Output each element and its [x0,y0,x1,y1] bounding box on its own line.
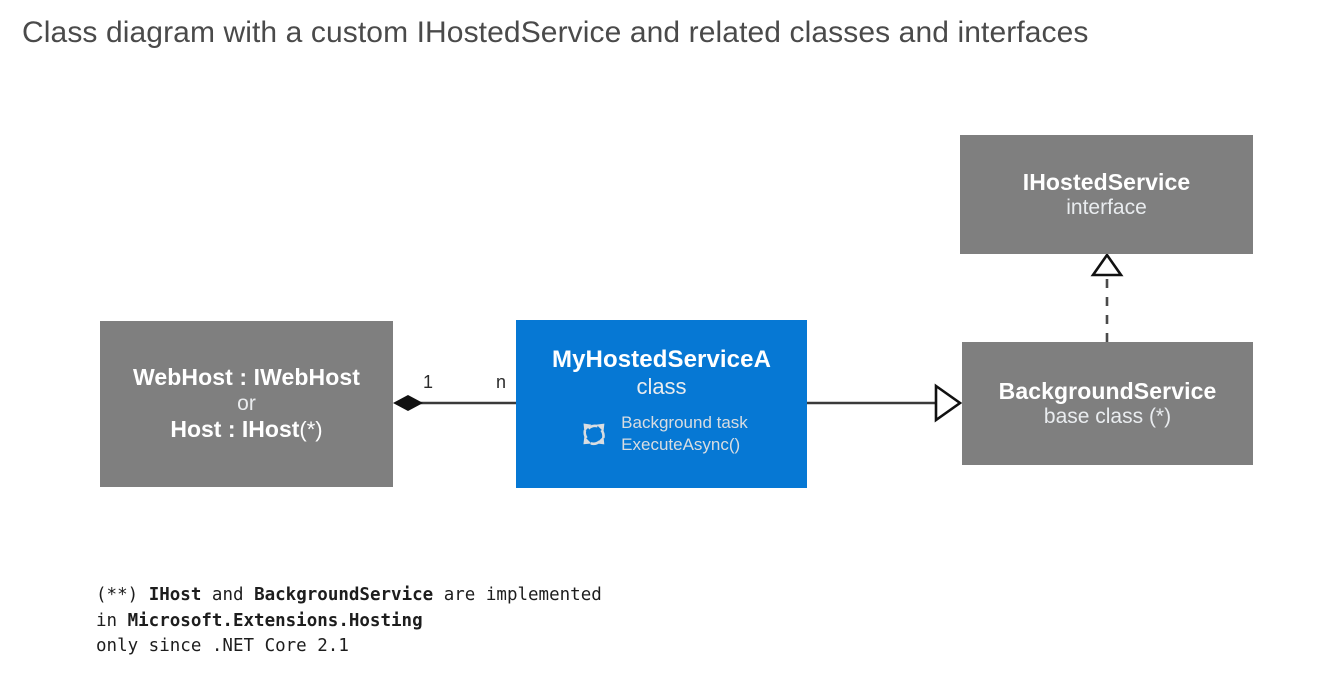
footnote-conjunction: and [201,585,255,605]
class-box-myhostedservicea-title: MyHostedServiceA [551,346,772,373]
footnote-tail: are implemented [433,585,602,605]
footnote-note: (**) IHost and BackgroundService are imp… [96,583,602,660]
hollow-triangle-marker [934,383,963,423]
background-task-line-1: Background task [621,413,748,433]
multiplicity-source: 1 [423,372,434,392]
class-box-webhost-or-label: or [237,391,256,415]
footnote-term-ihost: IHost [148,585,202,605]
hollow-triangle-marker [1090,252,1124,277]
footnote-prefix: (**) [96,585,149,605]
class-box-webhost-alt-suffix: (*) [299,417,323,443]
interface-box-ihostedservice-title: IHostedService [1022,168,1191,195]
sync-cycle-icon [583,423,605,445]
filled-diamond-marker [393,395,423,411]
footnote-line2-prefix: in [96,610,128,631]
class-box-webhost-alt-title: Host : IHost(*) [170,416,322,443]
class-box-myhostedservicea[interactable]: MyHostedServiceA class Background task E… [516,320,807,488]
class-box-webhost[interactable]: WebHost : IWebHost or Host : IHost(*) [100,321,393,487]
background-task-text: Background task ExecuteAsync() [621,412,748,455]
class-box-webhost-title: WebHost : IWebHost [132,364,361,391]
class-box-webhost-alt-name: Host : IHost [170,416,300,443]
class-box-myhostedservicea-stereotype: class [636,374,687,400]
connector-composition-webhost-myhostedservice [393,395,516,411]
connector-generalization-myhostedservice-backgroundservice [807,383,963,423]
multiplicity-target: n [496,372,507,392]
class-box-backgroundservice[interactable]: BackgroundService base class (*) [962,342,1253,465]
footnote-line3: only since .NET Core 2.1 [96,636,349,657]
class-box-backgroundservice-stereotype: base class (*) [1043,404,1172,428]
footnote-term-backgroundservice: BackgroundService [254,585,434,605]
background-task-row: Background task ExecuteAsync() [575,412,748,455]
interface-box-ihostedservice-stereotype: interface [1066,195,1147,219]
background-task-line-2: ExecuteAsync() [621,434,741,454]
class-box-backgroundservice-title: BackgroundService [998,377,1217,404]
page-title: Class diagram with a custom IHostedServi… [22,16,1089,49]
interface-box-ihostedservice[interactable]: IHostedService interface [960,135,1253,254]
connector-realization-backgroundservice-ihostedservice [1090,252,1124,342]
footnote-term-namespace: Microsoft.Extensions.Hosting [127,610,423,631]
